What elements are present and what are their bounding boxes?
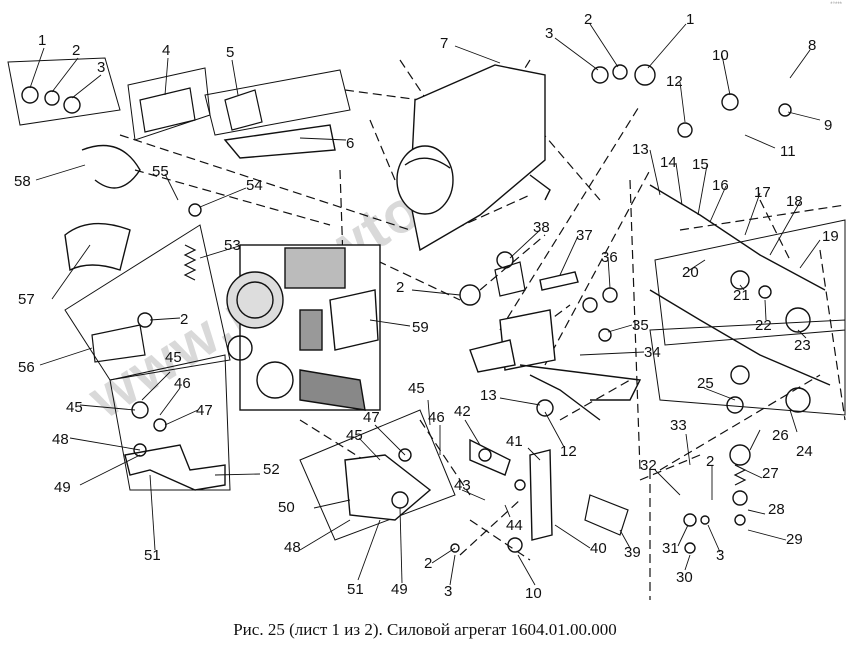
callout-37: 37	[576, 227, 593, 244]
callout-31: 31	[662, 540, 679, 557]
callout-4: 4	[162, 42, 170, 59]
figure-caption: Рис. 25 (лист 1 из 2). Силовой агрегат 1…	[233, 620, 617, 639]
callout-34: 34	[644, 344, 661, 361]
brackets	[124, 124, 511, 521]
fan-shroud-7	[396, 64, 551, 252]
callout-47: 47	[363, 409, 380, 426]
callout-57: 57	[18, 291, 35, 308]
clamp-58	[81, 144, 141, 189]
callout-11: 11	[780, 143, 796, 160]
callout-17: 17	[754, 184, 771, 201]
callout-3: 3	[716, 547, 724, 564]
callout-20: 20	[682, 264, 699, 281]
callout-2: 2	[72, 42, 80, 59]
callout-3: 3	[545, 25, 553, 42]
callout-7: 7	[440, 35, 448, 52]
callout-22: 22	[755, 317, 772, 334]
callout-2: 2	[424, 555, 432, 572]
callout-13: 13	[480, 387, 497, 404]
callout-21: 21	[733, 287, 750, 304]
engine-block-59	[226, 244, 381, 411]
drawing	[7, 23, 846, 600]
corner-mark: *°***	[830, 2, 842, 8]
throttle-cable	[649, 184, 826, 291]
callout-46: 46	[428, 409, 445, 426]
callout-16: 16	[712, 177, 729, 194]
callout-48: 48	[52, 431, 69, 448]
callout-10: 10	[525, 585, 542, 602]
callout-18: 18	[786, 193, 803, 210]
callout-10: 10	[712, 47, 729, 64]
callout-51: 51	[144, 547, 161, 564]
callout-55: 55	[152, 163, 169, 180]
callout-56: 56	[18, 359, 35, 376]
callout-43: 43	[454, 477, 471, 494]
component-frames	[7, 57, 846, 541]
callout-12: 12	[560, 443, 577, 460]
callout-45: 45	[346, 427, 363, 444]
callout-28: 28	[768, 501, 785, 518]
callout-23: 23	[794, 337, 811, 354]
callout-49: 49	[391, 581, 408, 598]
callout-29: 29	[786, 531, 803, 548]
callout-3: 3	[444, 583, 452, 600]
callout-19: 19	[822, 228, 839, 245]
callout-41: 41	[506, 433, 523, 450]
plate-57	[64, 222, 131, 272]
callout-2: 2	[180, 311, 188, 328]
callout-48: 48	[284, 539, 301, 556]
callout-53: 53	[224, 237, 241, 254]
callout-49: 49	[54, 479, 71, 496]
callout-15: 15	[692, 156, 709, 173]
callout-8: 8	[808, 37, 816, 54]
callout-27: 27	[762, 465, 779, 482]
callout-38: 38	[533, 219, 550, 236]
callout-54: 54	[246, 177, 263, 194]
callout-12: 12	[666, 73, 683, 90]
callout-6: 6	[346, 135, 354, 152]
callout-30: 30	[676, 569, 693, 586]
callout-45: 45	[408, 380, 425, 397]
callout-42: 42	[454, 403, 471, 420]
callout-45: 45	[165, 349, 182, 366]
callout-45: 45	[66, 399, 83, 416]
callout-2: 2	[584, 11, 592, 28]
callout-47: 47	[196, 402, 213, 419]
callout-50: 50	[278, 499, 295, 516]
callout-46: 46	[174, 375, 191, 392]
leader-lines	[29, 23, 821, 586]
callouts: 1 2 3 4 5 6 7 3 2 1 10 8 12 9 11 58 55 5…	[14, 11, 839, 602]
callout-39: 39	[624, 544, 641, 561]
linkage-bars	[469, 271, 642, 541]
callout-58: 58	[14, 173, 31, 190]
stop-cable	[649, 289, 831, 386]
callout-2: 2	[706, 453, 714, 470]
callout-40: 40	[590, 540, 607, 557]
callout-33: 33	[670, 417, 687, 434]
callout-9: 9	[824, 117, 832, 134]
callout-24: 24	[796, 443, 813, 460]
callout-44: 44	[506, 517, 523, 534]
callout-26: 26	[772, 427, 789, 444]
callout-2: 2	[396, 279, 404, 296]
callout-25: 25	[697, 375, 714, 392]
callout-1: 1	[38, 32, 46, 49]
callout-5: 5	[226, 44, 234, 61]
callout-13: 13	[632, 141, 649, 158]
callout-52: 52	[263, 461, 280, 478]
callout-59: 59	[412, 319, 429, 336]
callout-35: 35	[632, 317, 649, 334]
callout-14: 14	[660, 154, 677, 171]
callout-3: 3	[97, 59, 105, 76]
callout-36: 36	[601, 249, 618, 266]
callout-51: 51	[347, 581, 364, 598]
callout-32: 32	[640, 457, 657, 474]
callout-1: 1	[686, 11, 694, 28]
